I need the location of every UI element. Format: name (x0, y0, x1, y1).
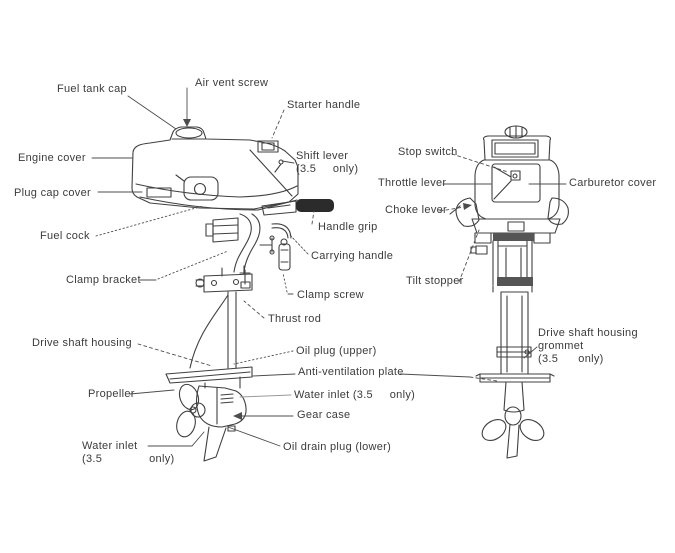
label-fuel-cock: Fuel cock (40, 230, 90, 242)
label-anti-ventilation-plate: Anti-ventilation plate (298, 366, 404, 378)
label-propeller: Propeller (88, 388, 135, 400)
label-thrust-rod: Thrust rod (268, 313, 322, 325)
right-motor-drawing (449, 125, 569, 459)
label-gear-case: Gear case (297, 409, 351, 421)
label-throttle-lever: Throttle lever (378, 177, 447, 189)
label-stop-switch: Stop switch (398, 146, 458, 158)
label-drive-shaft-housing-grommet: Drive shaft housing grommet (3.5 only) (538, 327, 638, 365)
label-fuel-tank-cap: Fuel tank cap (57, 83, 127, 95)
label-oil-drain-plug: Oil drain plug (lower) (283, 441, 392, 453)
label-water-inlet-35: Water inlet (3.5 only) (294, 389, 416, 401)
label-handle-grip: Handle grip (318, 221, 378, 233)
label-starter-handle: Starter handle (287, 99, 361, 111)
label-tilt-stopper: Tilt stopper (406, 275, 464, 287)
label-carburetor-cover: Carburetor cover (569, 177, 657, 189)
label-water-inlet-lower: Water inlet (3.5 only) (82, 440, 175, 465)
label-oil-plug-upper: Oil plug (upper) (296, 345, 377, 357)
label-drive-shaft-housing: Drive shaft housing (32, 337, 132, 349)
leader-lines (91, 87, 567, 447)
left-motor-drawing (131, 126, 334, 462)
label-air-vent-screw: Air vent screw (195, 77, 269, 89)
label-engine-cover: Engine cover (18, 152, 86, 164)
label-choke-lever: Choke lever (385, 204, 447, 216)
label-clamp-screw: Clamp screw (297, 289, 364, 301)
label-shift-lever: Shift lever (3.5 only) (296, 150, 359, 175)
label-clamp-bracket: Clamp bracket (66, 274, 141, 286)
label-plug-cap-cover: Plug cap cover (14, 187, 91, 199)
label-carrying-handle: Carrying handle (311, 250, 394, 262)
